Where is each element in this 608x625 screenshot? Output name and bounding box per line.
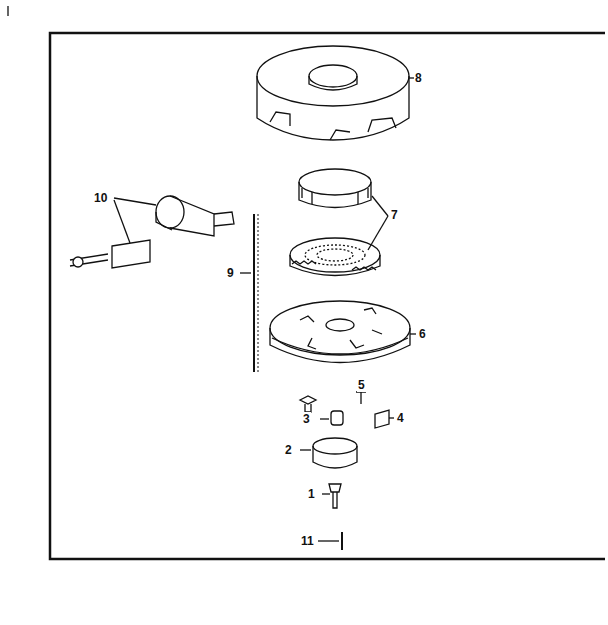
callout-number: 6: [418, 327, 427, 341]
starter-housing: [257, 46, 414, 140]
callout-number: 9: [226, 266, 235, 280]
corner-tick: [7, 6, 8, 16]
frame: [50, 33, 605, 559]
starter-handle: [70, 196, 234, 268]
spring-assembly: [290, 169, 388, 276]
callout-number: 3: [302, 412, 311, 426]
small-parts: [300, 392, 394, 550]
starter-rope: [240, 214, 258, 372]
callout-number: 5: [357, 378, 366, 392]
callout-number: 4: [396, 411, 405, 425]
callout-number: 2: [284, 443, 293, 457]
callout-number: 1: [307, 487, 316, 501]
callout-number: 7: [390, 208, 399, 222]
callout-number: 8: [414, 71, 423, 85]
callout-number: 10: [93, 191, 108, 205]
rope-pulley: [270, 301, 416, 363]
callout-number: 11: [300, 534, 315, 548]
